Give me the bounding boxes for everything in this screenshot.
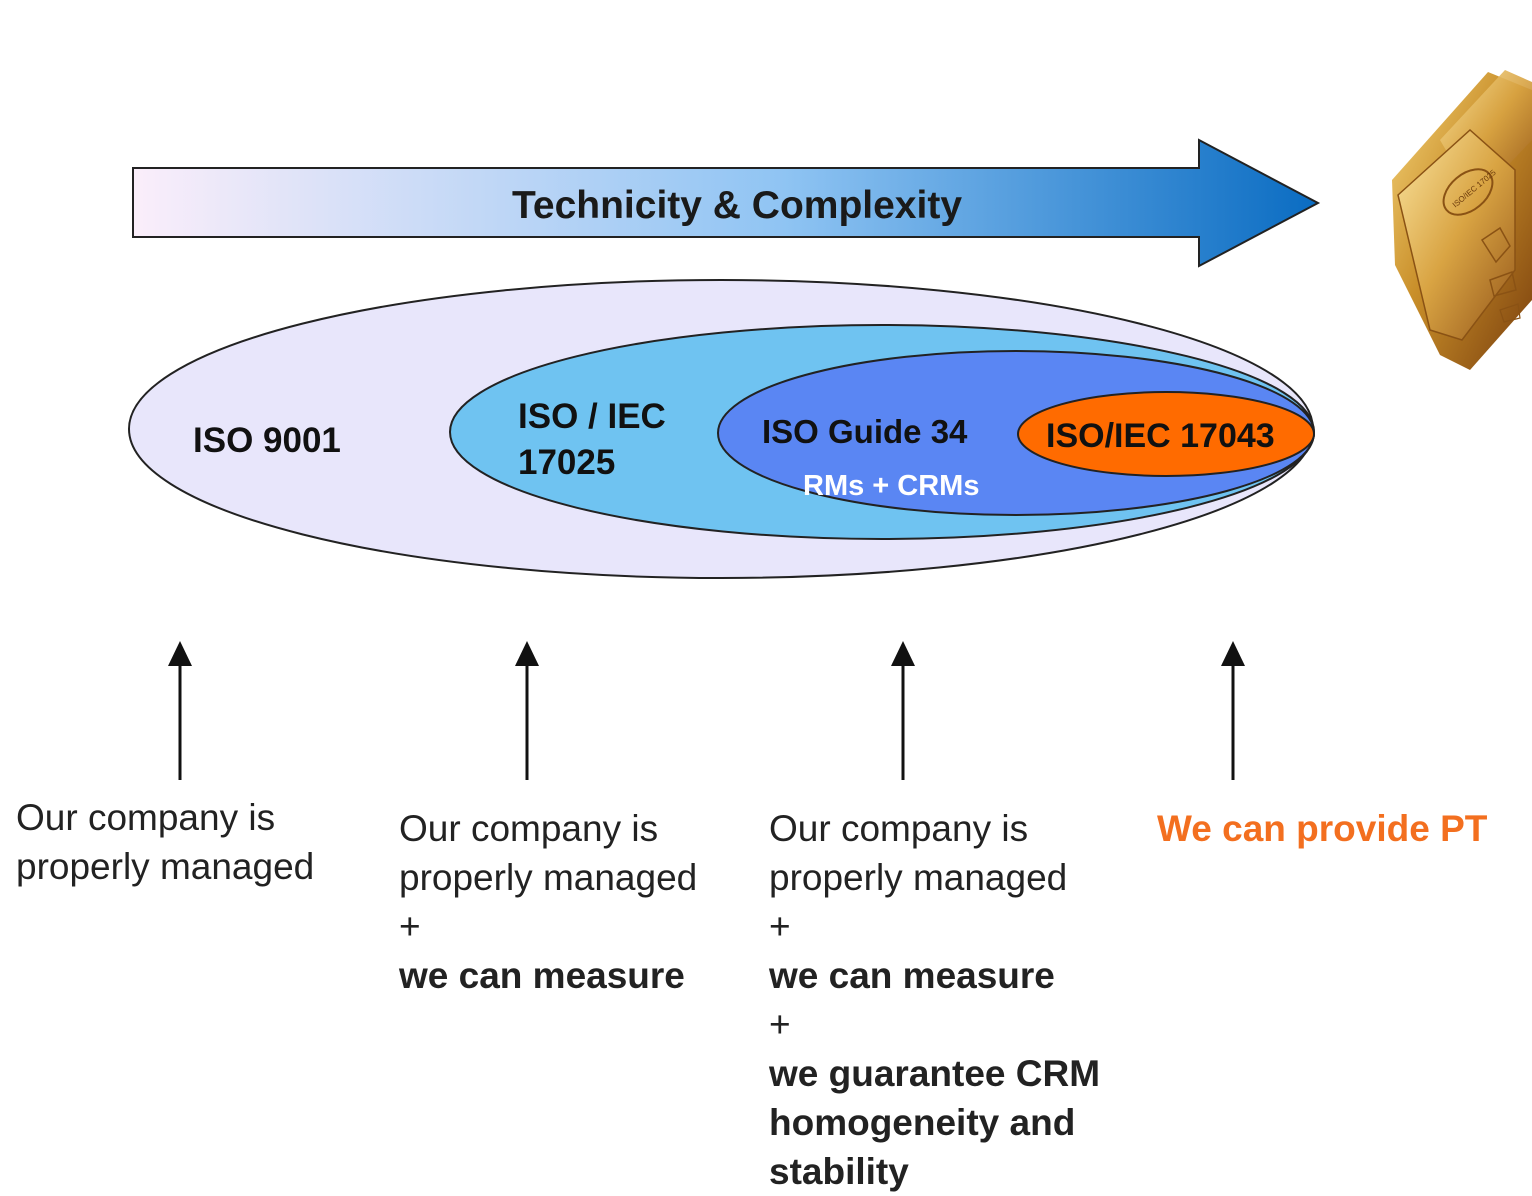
col3-line6: we guarantee CRM: [769, 1053, 1101, 1094]
col2-line4: we can measure: [399, 955, 685, 996]
description-column-4: We can provide PT: [1157, 804, 1487, 853]
col2-line3: +: [399, 906, 421, 947]
complexity-arrow-shape: [132, 138, 1321, 268]
col3-line3: +: [769, 906, 791, 947]
ellipse-iso-iec-17043: [1017, 391, 1315, 477]
label-iso-9001: ISO 9001: [193, 421, 341, 460]
pointer-arrow-4: [1221, 641, 1245, 780]
label-rms-crms: RMs + CRMs: [803, 470, 979, 502]
col3-line7: homogeneity and: [769, 1102, 1076, 1143]
col2-line1: Our company is: [399, 808, 659, 849]
label-iso-iec-17025-line2: 17025: [518, 443, 615, 482]
pointer-arrows: [168, 641, 1245, 780]
col3-line2: properly managed: [769, 857, 1068, 898]
pointer-arrow-3: [891, 641, 915, 780]
col1-line2: properly managed: [16, 846, 315, 887]
col3-line1: Our company is: [769, 808, 1029, 849]
col4-line1: We can provide PT: [1157, 808, 1488, 849]
label-iso-iec-17043: ISO/IEC 17043: [1046, 417, 1275, 455]
nested-standards-ellipses: ISO 9001 ISO / IEC 17025 ISO Guide 34 RM…: [128, 279, 1315, 579]
description-column-2: Our company is properly managed + we can…: [399, 804, 697, 1000]
description-column-1: Our company is properly managed: [16, 793, 314, 891]
complexity-arrow-label: Technicity & Complexity: [512, 184, 962, 227]
col2-line2: properly managed: [399, 857, 698, 898]
col3-line8: stability: [769, 1151, 909, 1192]
label-iso-guide-34: ISO Guide 34: [762, 413, 968, 450]
col1-line1: Our company is: [16, 797, 276, 838]
pointer-arrow-1: [168, 641, 192, 780]
col3-line5: +: [769, 1004, 791, 1045]
label-iso-iec-17025-line1: ISO / IEC: [518, 397, 666, 436]
complexity-arrow: Technicity & Complexity: [132, 138, 1321, 268]
pointer-arrow-2: [515, 641, 539, 780]
gold-bar-image: ISO/IEC 17025: [1392, 70, 1532, 370]
col3-line4: we can measure: [769, 955, 1055, 996]
description-column-3: Our company is properly managed + we can…: [769, 804, 1100, 1196]
